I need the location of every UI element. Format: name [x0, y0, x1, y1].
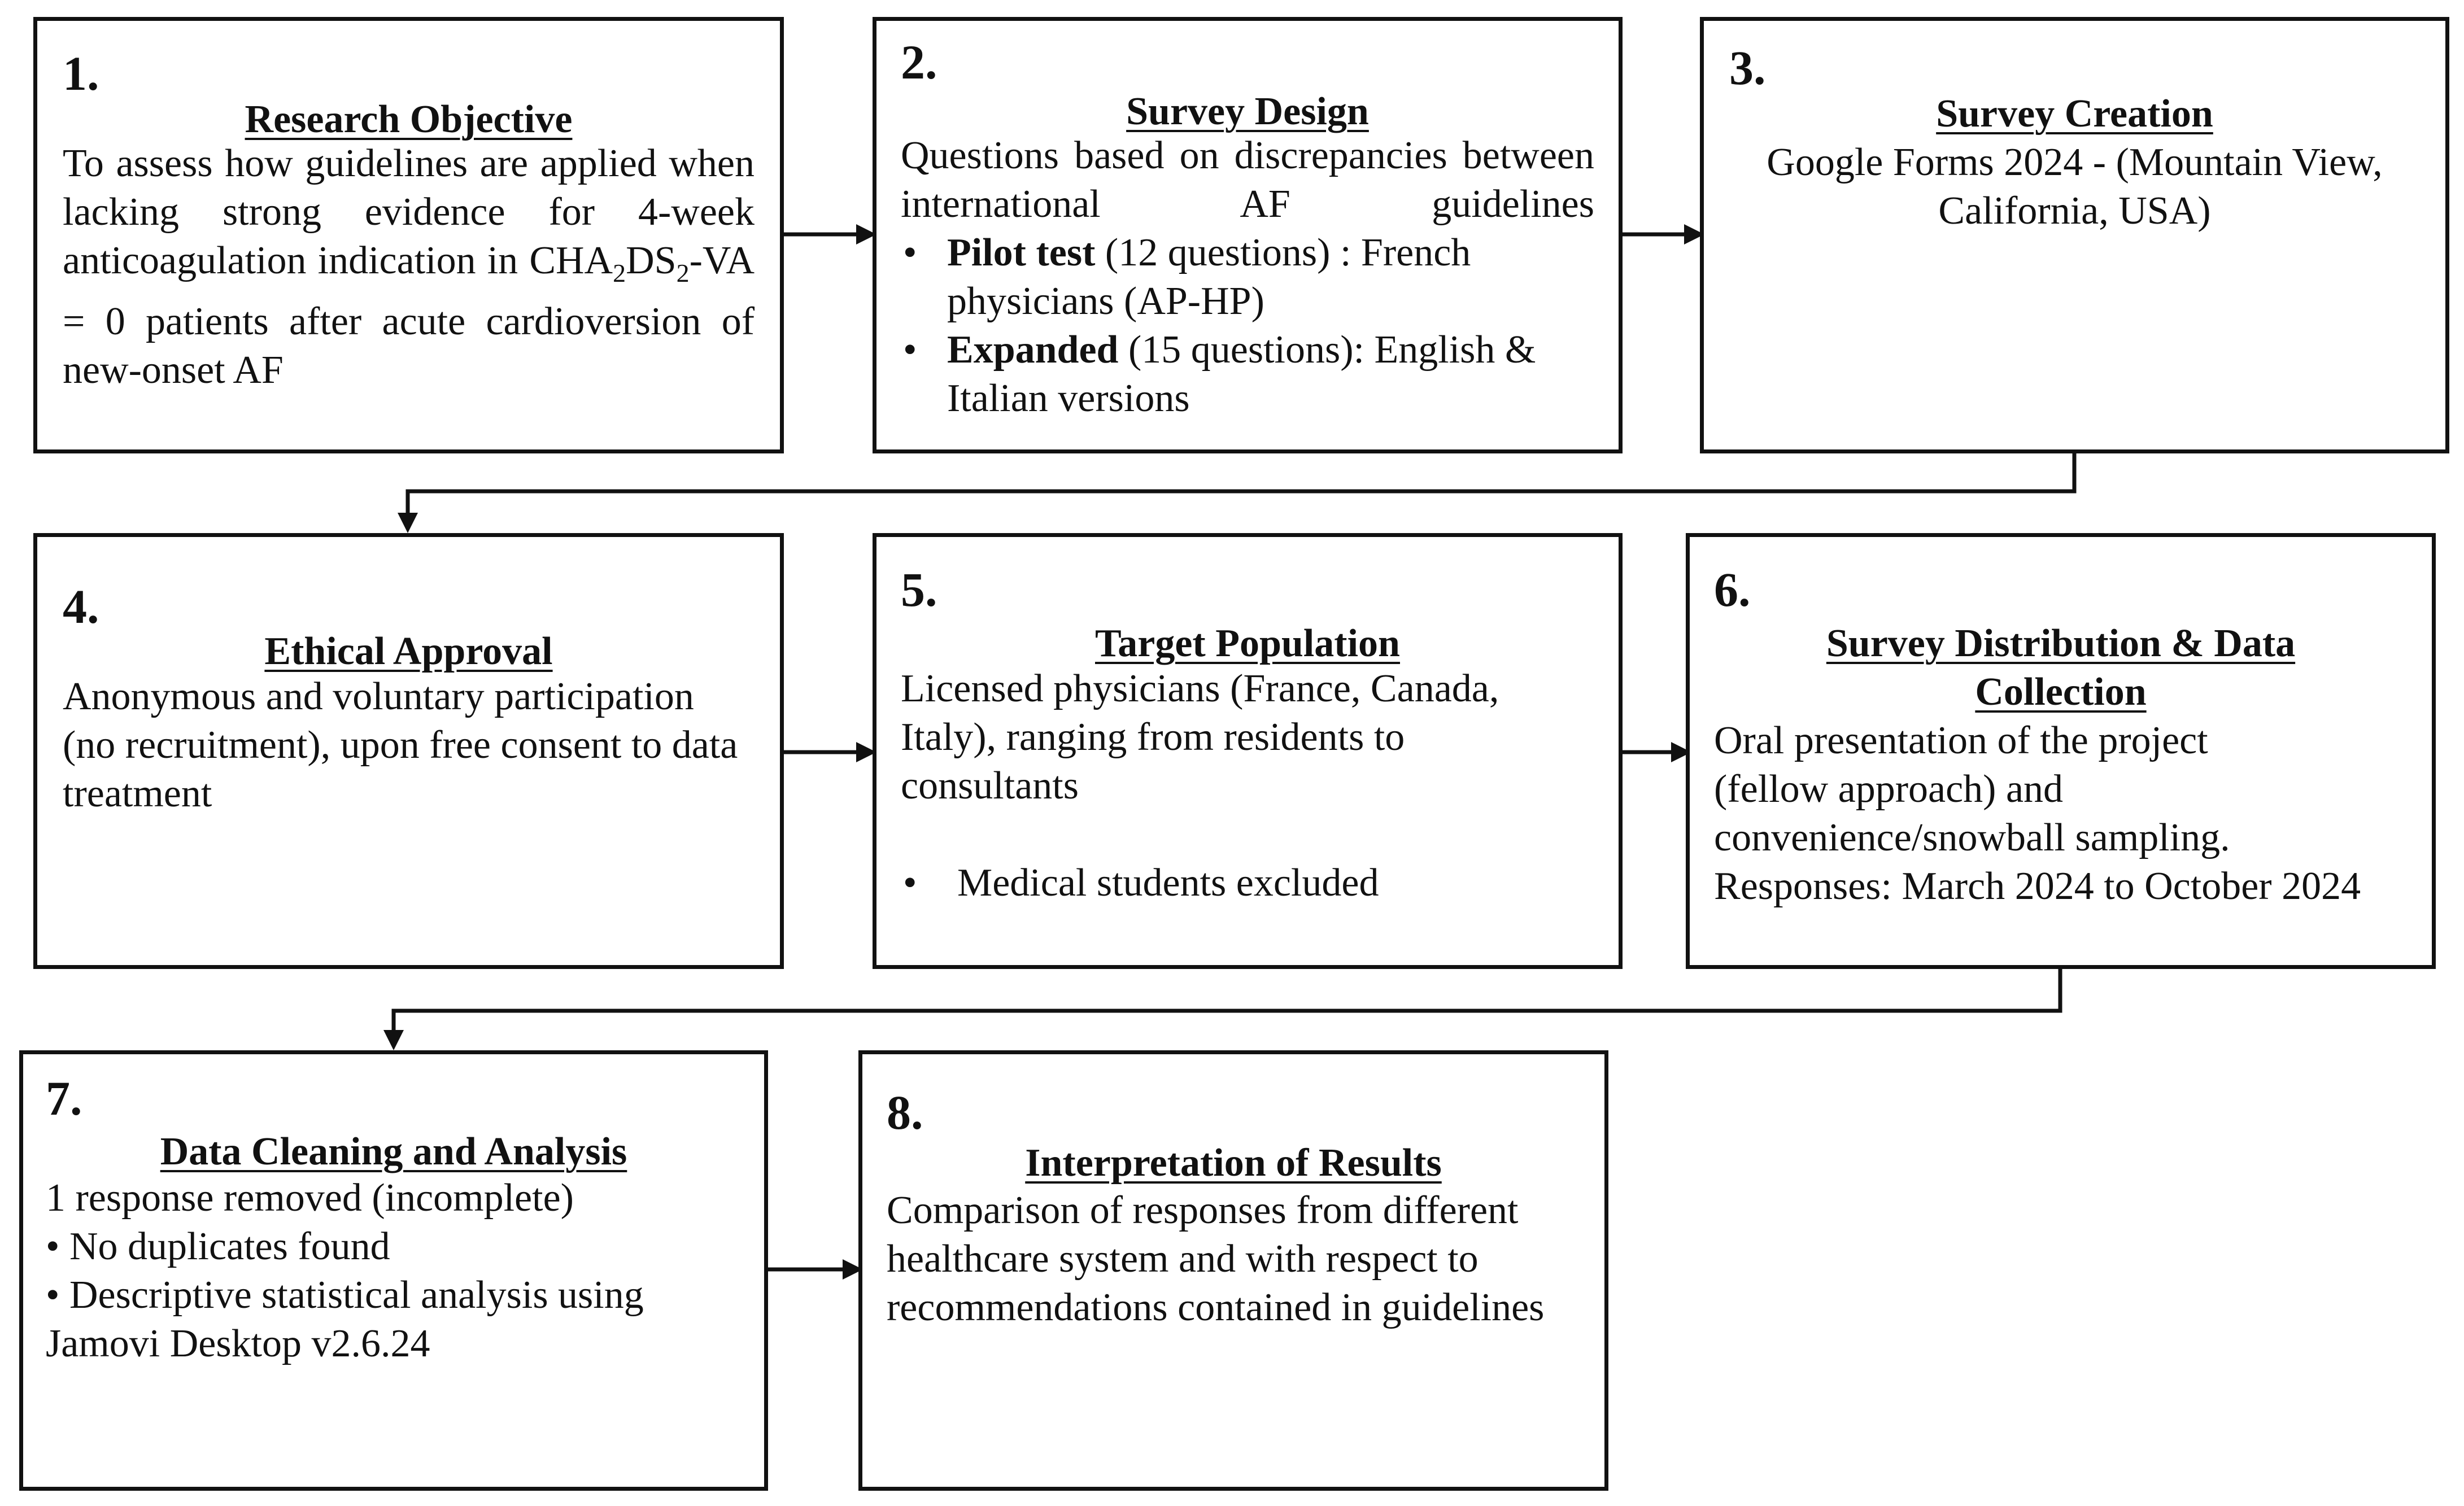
bullet-text: (15 questions): English & Italian versio… — [947, 328, 1536, 420]
step-title: Survey Distribution & Data Collection — [1826, 622, 2296, 714]
step-1-box: 1. Research Objective To assess how guid… — [33, 17, 784, 453]
arrow-3-to-4 — [405, 453, 2077, 515]
step-5-box: 5. Target Population Licensed physicians… — [873, 533, 1623, 969]
step-description: Google Forms 2024 - (Mountain View, Cali… — [1767, 141, 2383, 233]
step-description: To assess how guidelines are applied whe… — [63, 139, 755, 395]
arrowhead-4-to-5 — [856, 742, 876, 762]
step-number: 3. — [1729, 41, 1766, 95]
step-number: 5. — [901, 562, 937, 617]
arrowhead-2-to-3 — [1684, 224, 1704, 245]
step-number: 2. — [901, 35, 937, 89]
bullet-list: • No duplicates found • Descriptive stat… — [46, 1223, 747, 1320]
arrowhead-5-to-6 — [1671, 742, 1691, 762]
subscript: 2 — [676, 259, 690, 287]
description-text-part: -VA = 0 patients after acute cardioversi… — [63, 239, 755, 392]
step-title: Survey Design — [1126, 90, 1369, 133]
step-number: 1. — [63, 46, 99, 101]
arrowhead-6-to-7 — [383, 1030, 404, 1050]
step-number: 8. — [887, 1085, 923, 1140]
step-4-box: 4. Ethical Approval Anonymous and volunt… — [33, 533, 784, 969]
bullet-item: Expanded (15 questions): English & Itali… — [901, 326, 1594, 423]
bullet-bold: Pilot test — [947, 231, 1096, 274]
arrowhead-7-to-8 — [843, 1259, 863, 1280]
step-title: Research Objective — [245, 98, 573, 141]
arrowhead-1-to-2 — [856, 224, 876, 245]
description-text: 1 response removed (incomplete) — [46, 1176, 574, 1220]
step-8-box: 8. Interpretation of Results Comparison … — [858, 1050, 1608, 1491]
description-text-part: DS — [626, 239, 677, 282]
bullet-item: • Descriptive statistical analysis using — [46, 1273, 644, 1317]
step-description: 1 response removed (incomplete) • No dup… — [46, 1174, 747, 1368]
description-text: Oral presentation of the project (fellow… — [1714, 719, 2230, 859]
step-number: 4. — [63, 579, 99, 634]
step-2-box: 2. Survey Design Questions based on disc… — [873, 17, 1623, 453]
step-title: Survey Creation — [1936, 92, 2213, 136]
step-description: Oral presentation of the project (fellow… — [1714, 717, 2397, 911]
subscript: 2 — [613, 259, 626, 287]
bullet-text: (12 questions) : French physicians (AP-H… — [947, 231, 1471, 323]
arrow-6-to-7 — [391, 969, 2062, 1032]
description-text: Licensed physicians (France, Canada, Ita… — [901, 667, 1499, 807]
step-title: Target Population — [1095, 622, 1400, 665]
description-text-2: Jamovi Desktop v2.6.24 — [46, 1322, 430, 1365]
step-description: Licensed physicians (France, Canada, Ita… — [901, 665, 1573, 907]
bullet-bold: Expanded — [947, 328, 1119, 372]
step-description: Comparison of responses from different h… — [887, 1189, 1545, 1329]
description-text-part: To assess how guidelines are applied whe… — [63, 142, 755, 282]
step-title: Interpretation of Results — [1025, 1141, 1442, 1185]
step-6-box: 6. Survey Distribution & Data Collection… — [1686, 533, 2436, 969]
bullet-item: • No duplicates found — [46, 1225, 390, 1268]
intro-text: Questions based on discrepancies between… — [901, 134, 1594, 226]
step-7-box: 7. Data Cleaning and Analysis 1 response… — [19, 1050, 768, 1491]
step-title: Data Cleaning and Analysis — [160, 1130, 627, 1173]
bullet-list: Pilot test (12 questions) : French physi… — [901, 229, 1594, 423]
bullet-item: Pilot test (12 questions) : French physi… — [901, 229, 1594, 326]
bullet-item: Medical students excluded — [901, 859, 1573, 907]
step-number: 6. — [1714, 562, 1751, 617]
step-number: 7. — [46, 1071, 82, 1125]
description-text-2: Responses: March 2024 to October 2024 — [1714, 865, 2361, 908]
arrowhead-3-to-4 — [398, 513, 418, 533]
step-description: Anonymous and voluntary participation (n… — [63, 675, 738, 815]
step-description: Questions based on discrepancies between… — [901, 132, 1594, 423]
step-title: Ethical Approval — [264, 630, 553, 673]
step-3-box: 3. Survey Creation Google Forms 2024 - (… — [1700, 17, 2449, 453]
bullet-list: Medical students excluded — [901, 859, 1573, 907]
